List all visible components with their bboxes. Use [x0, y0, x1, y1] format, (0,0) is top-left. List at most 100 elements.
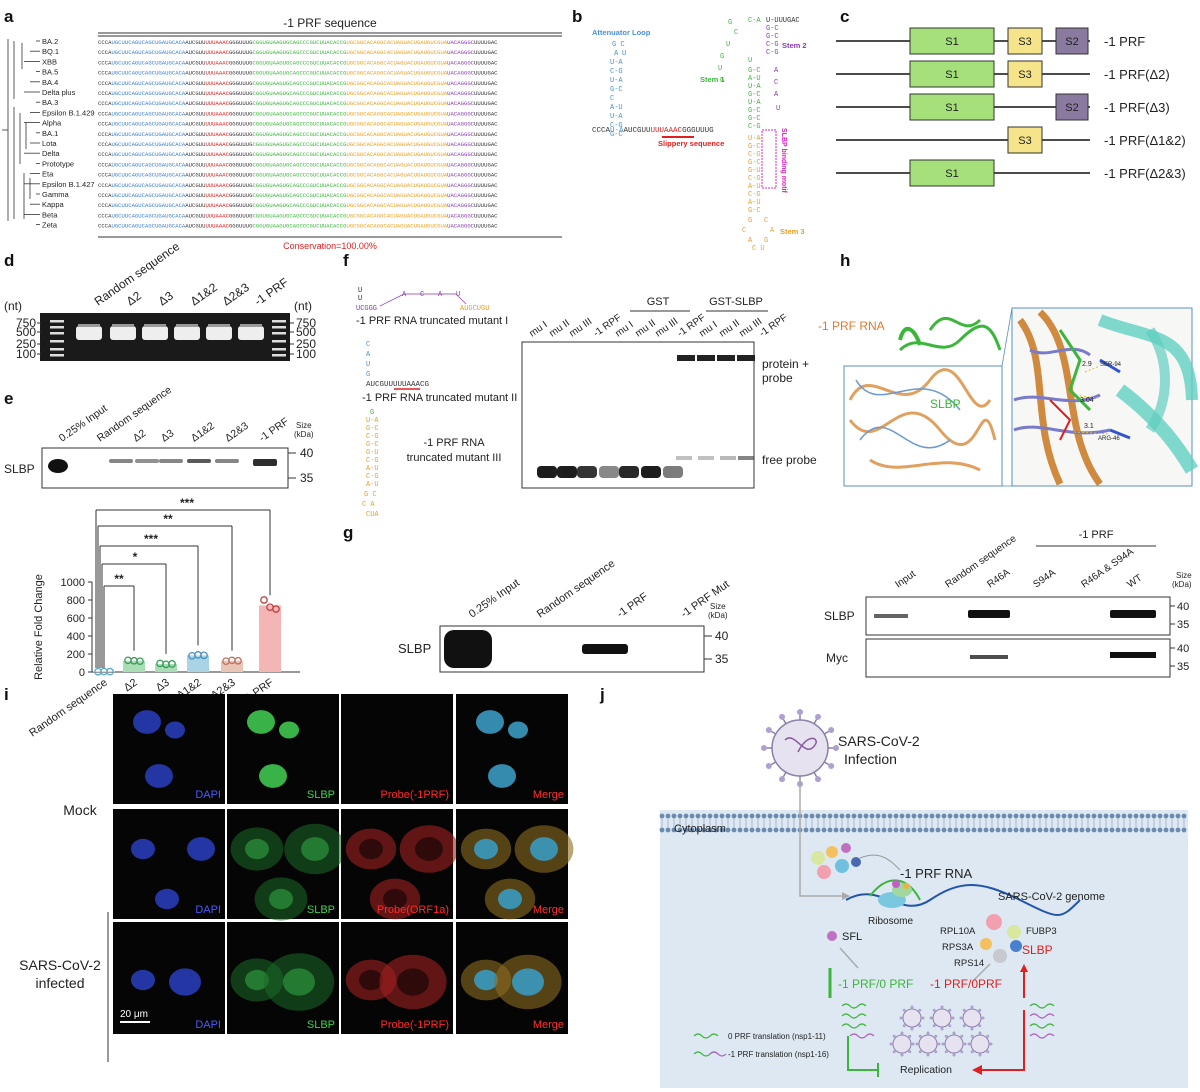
s1-box: [909, 27, 995, 55]
gel-band: [142, 326, 168, 340]
svg-text:G-C: G-C: [766, 25, 779, 33]
svg-text:G: G: [366, 371, 370, 379]
blot-h-marker-40a: 40: [1177, 601, 1189, 613]
svg-text:C-G: C-G: [748, 191, 761, 199]
sequence-segment: UGCGGCACAGGCACUAGUACUGAUGUCGUA: [346, 141, 447, 148]
cell-membrane: [659, 813, 1187, 833]
sequence-segment: UACAGGGC: [447, 110, 474, 117]
translation-products: [841, 1003, 1055, 1039]
construct-label: -1 PRF(Δ2): [1104, 67, 1170, 82]
sequence-segment: UACAGGGC: [447, 223, 474, 230]
sequence-segment: UUUAAAC: [205, 59, 229, 66]
svg-text:C: C: [610, 95, 614, 103]
sequence-segment: GGGUUUG: [229, 131, 253, 138]
free-probe-band: [676, 456, 692, 460]
channel-label: DAPI: [195, 789, 221, 801]
sequence-row: CCCAUGCUUCAGUCAGCUGAUGCACAAUCGUUUUUAAACG…: [98, 100, 498, 107]
sequence-row: CCCAUGCUUCAGUCAGCUGAUGCACAAUCGUUUUUAAACG…: [98, 49, 498, 56]
variant-label: BA.4: [42, 78, 58, 87]
svg-text:G-C: G-C: [748, 143, 761, 151]
host-proteins-cluster: [811, 843, 861, 879]
sequence-segment: UGCUUCAGUCAGCUGAUGCACA: [111, 59, 185, 66]
free-probe-band: [641, 466, 661, 478]
sequence-segment: UACAGGGC: [447, 131, 474, 138]
blot-g-marker-40: 40: [715, 629, 729, 643]
panel-a: a -1 PRF sequence BA.2BQ.1XBBBA.5BA.4Del…: [2, 7, 562, 251]
sequence-segment: UGCUUCAGUCAGCUGAUGCACA: [111, 80, 185, 87]
svg-text:C-G: C-G: [366, 473, 379, 481]
data-point: [234, 656, 242, 665]
sequence-segment: UUUUGAC: [474, 131, 498, 138]
svg-text:U-A: U-A: [610, 77, 623, 85]
sequence-segment: UACAGGGC: [447, 90, 474, 97]
svg-text:C: C: [734, 29, 738, 37]
svg-text:U-UUUGAC: U-UUUGAC: [766, 17, 800, 25]
sequence-segment: UUUUGAC: [474, 141, 498, 148]
svg-text:C-G: C-G: [748, 151, 761, 159]
variant-label: Beta: [42, 210, 58, 219]
blot-band: [215, 459, 239, 463]
sequence-segment: UUUUGAC: [474, 80, 498, 87]
sequence-segment: AUCGUU: [185, 80, 205, 87]
svg-text:A: A: [366, 351, 371, 359]
s3-box: [1007, 27, 1043, 55]
sequence-segment: CGGUGUAAGUGCAGCCCGUCUUACACCG: [252, 182, 347, 189]
svg-text:G-C: G-C: [610, 131, 623, 139]
structure-rna-label: -1 PRF RNA: [818, 319, 885, 333]
row-label-infected-2: infected: [35, 975, 84, 991]
sequence-segment: UGCUUCAGUCAGCUGAUGCACA: [111, 223, 185, 230]
sequence-segment: CCCA: [98, 192, 112, 199]
protein-probe-label-2: probe: [762, 371, 793, 385]
sequence-segment: UGCGGCACAGGCACUAGUACUGAUGUCGUA: [346, 202, 447, 209]
sequence-segment: UUUAAAC: [205, 100, 229, 107]
sequence-segment: UGCGGCACAGGCACUAGUACUGAUGUCGUA: [346, 90, 447, 97]
panel-label-i: i: [4, 685, 9, 704]
myc-r46a-band: [970, 655, 1008, 659]
sequence-segment: CCCA: [98, 59, 112, 66]
sequence-segment: UUUAAAC: [205, 80, 229, 87]
sequence-row: CCCAUGCUUCAGUCAGCUGAUGCACAAUCGUUUUUAAACG…: [98, 70, 498, 77]
sequence-segment: UUUAAAC: [205, 223, 229, 230]
sequence-segment: CGGUGUAAGUGCAGCCCGUCUUACACCG: [252, 131, 347, 138]
x-tick-label: Random sequence: [27, 677, 110, 740]
svg-text:C-G: C-G: [766, 41, 779, 49]
blot-g-size-unit: (kDa): [708, 611, 728, 620]
variant-label: Epsilon B.1.427: [42, 180, 95, 189]
replication-label: Replication: [900, 1064, 952, 1076]
y-tick-label: 600: [67, 613, 85, 625]
sequence-segment: UACAGGGC: [447, 100, 474, 107]
sequence-segment: GGGUUUG: [229, 223, 253, 230]
sequence-segment: UUUAAAC: [205, 202, 229, 209]
blot-h-marker-35a: 35: [1177, 619, 1189, 631]
s2-label: S2: [1065, 102, 1078, 114]
sequence-segment: UGCGGCACAGGCACUAGUACUGAUGUCGUA: [346, 223, 447, 230]
sequence-segment: CCCA: [98, 39, 112, 46]
emsa-gel: [521, 341, 755, 489]
panel-h: h -1 PRF RNA SLBP: [818, 251, 1199, 678]
shifted-band: [677, 355, 695, 361]
sequence-segment: CCCA: [98, 80, 112, 87]
sequence-segment: CGGUGUAAGUGCAGCCCGUCUUACACCG: [252, 59, 347, 66]
sequence-segment: UGCGGCACAGGCACUAGUACUGAUGUCGUA: [346, 121, 447, 128]
gel-marker-right: 100: [296, 347, 316, 361]
sequence-segment: UACAGGGC: [447, 59, 474, 66]
gel-lane-label: Δ1&2: [188, 280, 220, 308]
svg-text:C-G: C-G: [366, 433, 379, 441]
sequence-segment: GGGUUUG: [229, 100, 253, 107]
micrograph: [113, 694, 225, 804]
data-point: [136, 657, 144, 666]
sequence-segment: CGGUGUAAGUGCAGCCCGUCUUACACCG: [252, 70, 347, 77]
blot-g-size-label: Size: [710, 602, 726, 611]
svg-text:G-U: G-U: [748, 167, 761, 175]
blot-band: [253, 459, 277, 466]
sequence-segment: UUUUGAC: [474, 182, 498, 189]
stem3-structure: U-A G-C C-G G-C G-U C-G A-U C-G A-U G-C …: [742, 135, 775, 253]
svg-text:CUA: CUA: [366, 511, 379, 519]
slbp-r46a-band: [968, 610, 1010, 618]
sequence-row: CCCAUGCUUCAGUCAGCUGAUGCACAAUCGUUUUUAAACG…: [98, 223, 498, 230]
svg-text:G C: G C: [364, 491, 377, 499]
svg-text:C: C: [774, 79, 778, 87]
